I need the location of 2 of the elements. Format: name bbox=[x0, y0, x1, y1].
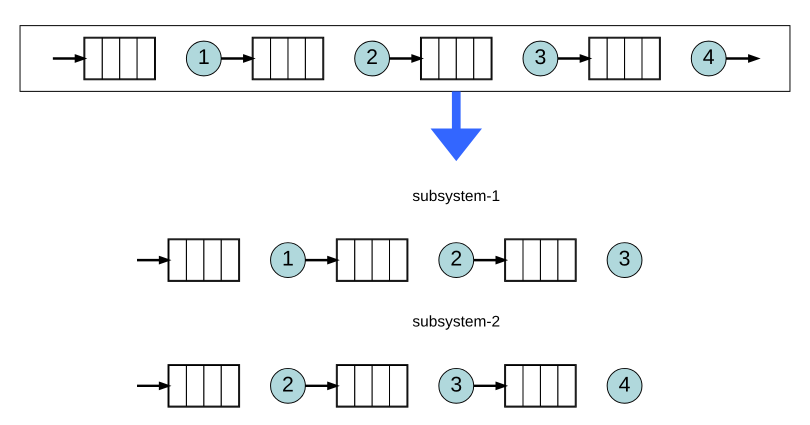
label: subsystem-2 bbox=[412, 314, 500, 331]
label: subsystem-1 bbox=[412, 188, 500, 205]
